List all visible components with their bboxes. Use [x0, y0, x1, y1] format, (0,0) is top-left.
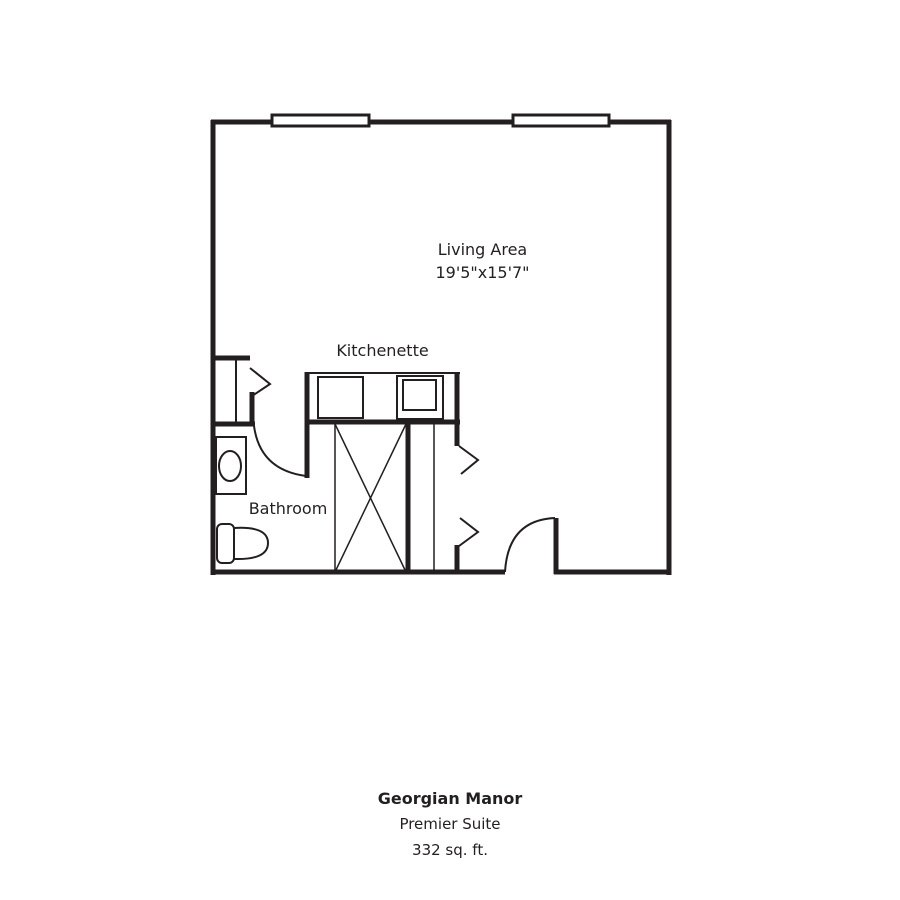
window-right [511, 113, 611, 128]
building-name: Georgian Manor [377, 789, 523, 808]
toilet [216, 523, 270, 564]
living-area-label: Living Area 19'5"x15'7" [400, 238, 565, 284]
bathroom-label: Bathroom [248, 499, 328, 518]
kitchen-stove [396, 375, 444, 420]
window-left [270, 113, 371, 128]
closet-door-left [249, 367, 272, 397]
mechanical-shaft [334, 423, 407, 573]
kitchenette-label: Kitchenette [336, 341, 429, 360]
bathroom-sink [215, 436, 247, 495]
living-area-name: Living Area [437, 240, 528, 259]
exterior-walls [210, 119, 672, 575]
entry-door-swing [504, 517, 556, 573]
bathroom-door-swing [253, 425, 307, 477]
living-area-dimensions: 19'5"x15'7" [435, 263, 530, 282]
interior-walls [213, 355, 460, 574]
closet-doors-right [458, 445, 480, 547]
unit-type: Premier Suite [399, 815, 501, 833]
unit-area: 332 sq. ft. [412, 841, 488, 859]
kitchen-sink [317, 376, 364, 419]
